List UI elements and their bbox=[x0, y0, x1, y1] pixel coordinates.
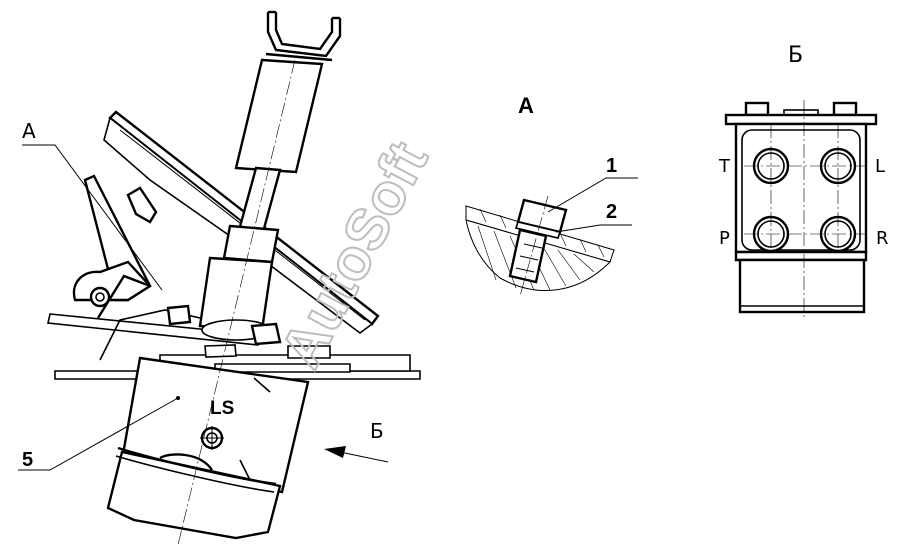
item-2-label: 2 bbox=[606, 201, 617, 223]
item-5-label: 5 bbox=[22, 449, 33, 471]
port-t-label: T bbox=[718, 156, 731, 177]
ls-marker-label: LS bbox=[210, 398, 234, 419]
item-1-callout: 1 bbox=[547, 155, 638, 213]
item-5-callout: 5 bbox=[18, 397, 179, 471]
view-b-arrow: Б bbox=[324, 419, 389, 463]
view-b: Б bbox=[718, 43, 889, 320]
view-b-body bbox=[724, 100, 878, 320]
fork-clevis bbox=[265, 10, 342, 62]
view-a-callout: A bbox=[22, 119, 163, 291]
port-r-label: R bbox=[876, 228, 889, 249]
item-2-callout: 2 bbox=[555, 201, 632, 233]
piston-cylinder bbox=[198, 58, 324, 341]
valve-body bbox=[106, 356, 310, 540]
detail-a: A bbox=[465, 93, 638, 297]
view-b-callout-label: Б bbox=[370, 419, 384, 443]
port-p-label: P bbox=[719, 228, 730, 249]
port-l-label: L bbox=[875, 156, 885, 177]
main-view-pedal-assembly: A LS 5 Б bbox=[18, 10, 421, 546]
detail-a-title: A bbox=[518, 93, 534, 118]
detail-a-section bbox=[465, 195, 615, 297]
item-1-label: 1 bbox=[606, 155, 617, 177]
view-a-callout-label: A bbox=[22, 119, 36, 143]
base-bolts bbox=[166, 304, 351, 373]
view-b-title: Б bbox=[788, 43, 803, 68]
axis-line-main bbox=[177, 59, 296, 546]
